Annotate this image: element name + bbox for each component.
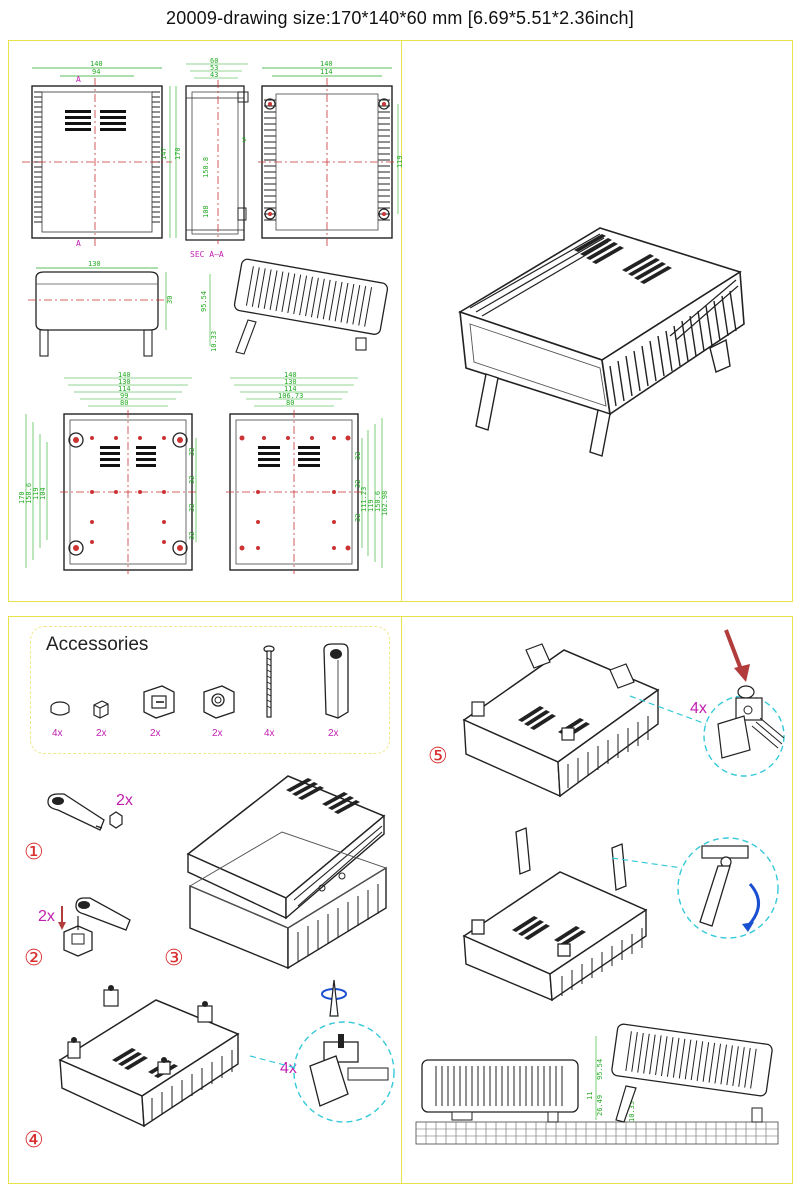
side-inner-dim-a: 150.8	[202, 157, 210, 178]
step2-down-arrow-icon	[58, 906, 66, 930]
tilt-dim-b: 10.33	[210, 331, 218, 352]
bottom2-pitch-b: 32	[354, 480, 362, 488]
front-dim-inner: 94	[92, 68, 100, 76]
accessory-screw-icon	[263, 645, 275, 718]
bottom1-side-c: 119	[32, 487, 40, 500]
step4-multiplier: 4x	[280, 1060, 297, 1077]
bottom1-pitch-c: 32	[188, 504, 196, 512]
bottom2-pitch-c: 32	[354, 514, 362, 522]
accessory-rubber-foot-icon	[50, 701, 70, 716]
bottom1-dim-d: 99	[120, 392, 128, 400]
section-label: SEC A—A	[190, 250, 224, 259]
bottom-view-1-drawing: 140 130 114 99 80 170 150.6 119 104 32 3…	[18, 371, 197, 574]
bottom2-side-a: 111.23	[360, 487, 368, 512]
side-inner-dim-c: 5	[242, 136, 246, 144]
frame-divider-bottom	[401, 616, 402, 1184]
back-view-drawing: 140 114 119	[258, 60, 404, 246]
drawing-frame-top	[8, 40, 793, 602]
accessory-qty-hinge-bracket: 2x	[150, 728, 161, 739]
step5-legs-open-enclosure	[462, 827, 648, 1002]
front-view-drawing: 140 94 147 170 A A	[22, 60, 182, 248]
bottom1-pitch-a: 32	[188, 448, 196, 456]
step4-screw-callout	[249, 979, 395, 1123]
step2-number: ②	[24, 946, 44, 971]
drawing-frame-bottom	[8, 616, 793, 1184]
step3-number: ③	[164, 946, 184, 971]
step2-leg-bracket-illustration	[63, 897, 131, 957]
page-title: 20009-drawing size:170*140*60 mm [6.69*5…	[166, 8, 634, 28]
step4-enclosure-with-brackets	[58, 985, 240, 1128]
cmp-dim-c: 26.49	[596, 1095, 604, 1116]
bottom1-pitch-b: 32	[188, 476, 196, 484]
front-dim-height-b: 170	[174, 147, 182, 160]
accessory-hinge-bracket-icon	[143, 685, 175, 719]
bottom2-dim-c: 114	[284, 385, 297, 393]
tilt-dim-a: 95.54	[200, 291, 208, 312]
bottom2-dim-b: 130	[284, 378, 297, 386]
bottom2-side-c: 150.6	[374, 491, 382, 512]
accessories-panel	[30, 626, 390, 754]
side-dim-b: 53	[210, 64, 218, 72]
accessory-tilt-leg-icon	[323, 643, 349, 719]
bottom2-dim-d: 106.73	[278, 392, 303, 400]
bottom2-dim-e: 80	[286, 399, 294, 407]
tilted-side-drawing: 95.54 10.33	[200, 258, 389, 355]
step1-leg-and-block-illustration	[47, 793, 123, 831]
bottom1-side-d: 104	[39, 487, 47, 500]
accessory-small-block-icon	[93, 700, 109, 719]
bottom1-side-a: 170	[18, 491, 26, 504]
bottom2-pitch-a: 32	[354, 452, 362, 460]
front-marker-top: A	[76, 75, 81, 84]
section-view-drawing: 60 53 43 150.8 108 5	[185, 57, 249, 244]
accessory-qty-small-block: 2x	[96, 728, 107, 739]
bottom1-dim-e: 80	[120, 399, 128, 407]
step5-foot-callout	[629, 629, 785, 777]
front-marker-bottom: A	[76, 239, 81, 248]
back-side-dim: 119	[396, 155, 404, 168]
side-inner-dim-b: 108	[202, 205, 210, 218]
cmp-dim-d: 10.33	[628, 1101, 636, 1122]
step5-number: ⑤	[428, 744, 448, 769]
step2-multiplier: 2x	[38, 908, 55, 925]
accessory-qty-nut-block: 2x	[212, 728, 223, 739]
bottom1-dim-b: 130	[118, 378, 131, 386]
side-dim-a: 60	[210, 57, 218, 65]
bottom2-dim-a: 140	[284, 371, 297, 379]
accessories-title: Accessories	[46, 634, 149, 655]
accessory-nut-block-icon	[203, 685, 235, 719]
front-dim-width: 140	[90, 60, 103, 68]
step5-multiplier: 4x	[690, 700, 707, 717]
step3-exploded-enclosure	[186, 775, 388, 970]
bottom2-side-d: 162.98	[381, 491, 389, 516]
bottom-view-2-drawing: 140 130 114 106.73 80 32 32 32 111.23 11…	[226, 371, 389, 574]
bottom1-dim-c: 114	[118, 385, 131, 393]
accessory-qty-screw: 4x	[264, 728, 275, 739]
side-comparison-drawing: 11 95.54 26.49 10.33	[415, 1023, 779, 1145]
step1-multiplier: 2x	[116, 792, 133, 809]
cmp-dim-b: 95.54	[596, 1059, 604, 1080]
step4-number: ④	[24, 1128, 44, 1153]
bottom1-dim-a: 140	[118, 371, 131, 379]
bottom1-side-b: 150.6	[25, 483, 33, 504]
front-dim-height-a: 147	[160, 147, 168, 160]
enclosure-3d-render	[458, 227, 745, 457]
back-dim-inner: 114	[320, 68, 333, 76]
side-dim-c: 43	[210, 71, 218, 79]
bottom2-side-b: 119	[367, 499, 375, 512]
step1-number: ①	[24, 840, 44, 865]
end-dim-width: 130	[88, 260, 101, 268]
end-view-drawing: 130 30	[28, 260, 174, 357]
accessory-qty-tilt-leg: 2x	[328, 728, 339, 739]
accessory-qty-rubber-foot: 4x	[52, 728, 63, 739]
back-dim-width: 140	[320, 60, 333, 68]
end-side-dim: 30	[166, 296, 174, 304]
step5-rotate-callout	[611, 837, 779, 939]
cmp-dim-a: 11	[586, 1092, 594, 1100]
frame-divider-top	[401, 40, 402, 602]
step5-enclosure-with-legs	[462, 643, 660, 798]
bottom1-pitch-d: 32	[188, 532, 196, 540]
